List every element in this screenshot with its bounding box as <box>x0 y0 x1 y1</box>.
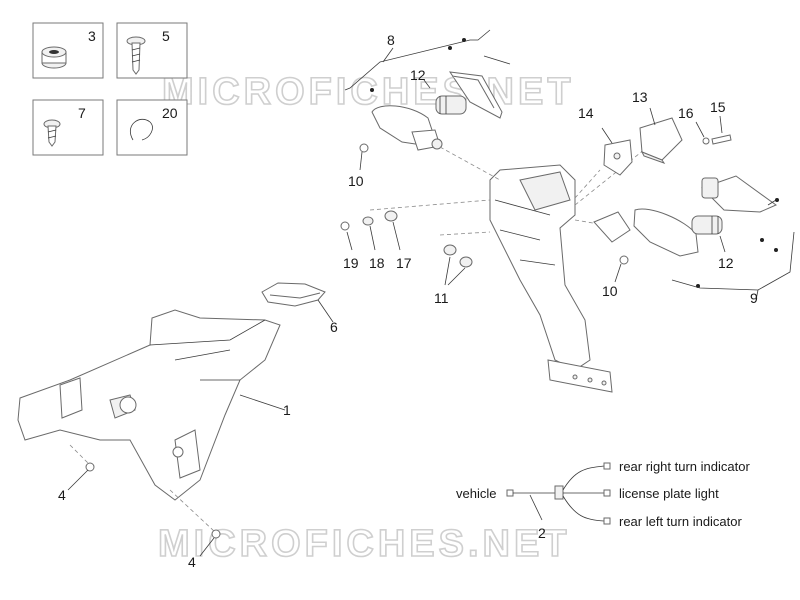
screw-part-4-bottom[interactable]: 4 <box>169 489 221 570</box>
left-turn-indicator-assembly-part-8[interactable]: 8 12 10 <box>344 29 511 189</box>
callout-8: 8 <box>387 32 395 48</box>
inset-box-7[interactable]: 7 <box>32 99 104 156</box>
screw-part-15[interactable]: 15 <box>710 99 732 145</box>
callout-17: 17 <box>396 255 412 271</box>
inset-box-3[interactable]: 3 <box>32 22 104 79</box>
callout-2: 2 <box>538 525 546 541</box>
watermark-bottom: MICROFICHES.NET <box>158 523 571 565</box>
inset-box-20[interactable]: 20 <box>116 99 188 156</box>
grommet-part-11[interactable]: 11 <box>434 244 473 306</box>
callout-3: 3 <box>88 28 96 44</box>
wiring-harness-part-2[interactable]: vehicle rear right turn indicator licens… <box>456 459 750 541</box>
washer-part-16[interactable]: 16 <box>678 105 710 145</box>
callout-12-top: 12 <box>410 67 426 83</box>
license-plate-light-part-13[interactable]: 13 <box>632 89 683 164</box>
inset-box-5[interactable]: 5 <box>116 22 188 79</box>
bracket-part-14[interactable]: 14 <box>578 105 633 176</box>
callout-13: 13 <box>632 89 648 105</box>
callout-18: 18 <box>369 255 385 271</box>
right-turn-indicator-assembly-part-9[interactable]: 12 9 10 <box>593 175 795 306</box>
rubber-flap-part-6[interactable]: 6 <box>261 282 338 335</box>
callout-7: 7 <box>78 105 86 121</box>
callout-14: 14 <box>578 105 594 121</box>
callout-20: 20 <box>162 105 178 121</box>
wiring-label-license-plate: license plate light <box>619 486 719 501</box>
callout-12-right: 12 <box>718 255 734 271</box>
screw-part-4-left[interactable]: 4 <box>58 444 95 503</box>
callout-10-right: 10 <box>602 283 618 299</box>
callout-11: 11 <box>434 290 449 306</box>
nut-part-19[interactable]: 19 <box>340 221 359 271</box>
callout-1: 1 <box>283 402 291 418</box>
grommet-part-17[interactable]: 17 <box>384 210 412 271</box>
callout-4-bottom: 4 <box>188 554 196 570</box>
wiring-label-vehicle: vehicle <box>456 486 496 501</box>
callout-4-left: 4 <box>58 487 66 503</box>
callout-15: 15 <box>710 99 726 115</box>
wiring-label-rear-right: rear right turn indicator <box>619 459 750 474</box>
plate-holder-bracket[interactable] <box>489 164 613 393</box>
callout-9: 9 <box>750 290 758 306</box>
watermark-top: MICROFICHES.NET <box>162 71 575 113</box>
callout-5: 5 <box>162 28 170 44</box>
washer-part-18[interactable]: 18 <box>362 216 385 271</box>
callout-10-left: 10 <box>348 173 364 189</box>
callout-19: 19 <box>343 255 359 271</box>
rear-mudguard-part-1[interactable]: 1 <box>17 309 291 501</box>
callout-6: 6 <box>330 319 338 335</box>
callout-16: 16 <box>678 105 694 121</box>
wiring-label-rear-left: rear left turn indicator <box>619 514 743 529</box>
